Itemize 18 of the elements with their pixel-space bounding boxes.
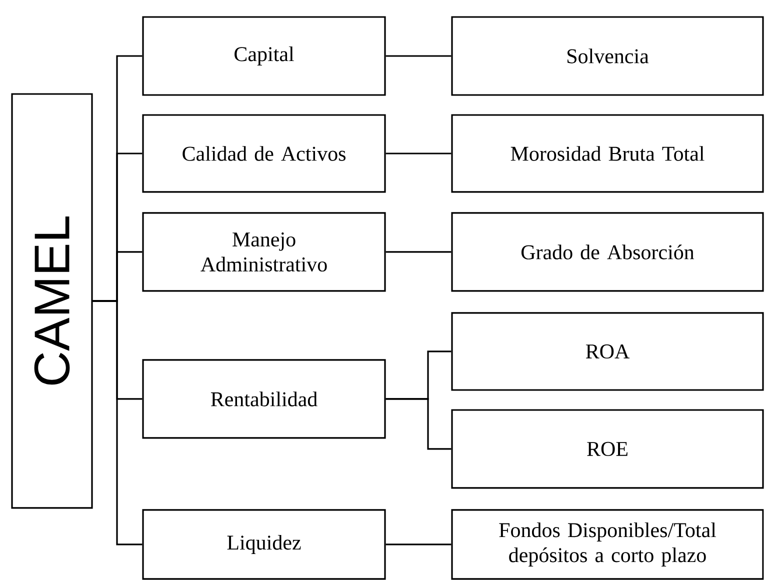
connector-line	[386, 152, 452, 154]
connector-line	[386, 251, 452, 253]
category-box: Rentabilidad	[142, 359, 386, 439]
connector-line	[92, 300, 142, 546]
category-box: Liquidez	[142, 509, 386, 580]
indicator-box: ROA	[451, 312, 764, 391]
connector-line	[386, 398, 452, 450]
category-box: Manejo Administrativo	[142, 212, 386, 292]
indicator-box: ROE	[451, 409, 764, 489]
indicator-box: Fondos Disponibles/Total depósitos a corto plazo	[451, 509, 764, 580]
indicator-box: Morosidad Bruta Total	[451, 114, 764, 193]
category-box: Capital	[142, 16, 386, 96]
connector-line	[386, 544, 452, 546]
indicator-box: Grado de Absorción	[451, 212, 764, 292]
indicator-box: Solvencia	[451, 16, 764, 96]
category-box: Calidad de Activos	[142, 114, 386, 193]
connector-line	[386, 55, 452, 57]
title-box: CAMEL	[11, 93, 93, 509]
